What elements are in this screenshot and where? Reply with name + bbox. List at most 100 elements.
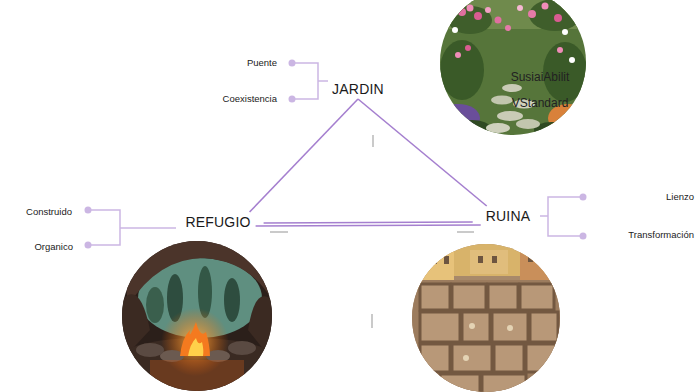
watermark-text: SusiaiAbilit: [511, 70, 570, 84]
garden-photo: [436, 0, 588, 138]
ruins-photo: [492, 256, 497, 263]
bullet-dot: [289, 96, 296, 103]
ruins-photo: [462, 312, 490, 342]
ruins-photo: [526, 344, 556, 372]
garden-photo: [517, 5, 523, 11]
garden-photo: [440, 0, 586, 135]
bracket: [540, 197, 580, 236]
branch-label: Construido: [26, 206, 72, 217]
ruins-photo: [440, 374, 480, 392]
cave-photo: [150, 360, 244, 392]
ruins-photo: [452, 284, 486, 310]
tick-mark: [371, 314, 373, 328]
ruins-photo: [469, 323, 475, 329]
garden-photo: [542, 3, 549, 10]
bracket: [91, 210, 176, 245]
ruins-photo: [494, 344, 524, 372]
ruins-photo: [412, 244, 560, 392]
garden-photo: [440, 40, 484, 100]
garden-photo: [486, 123, 510, 133]
cave-photo: [102, 241, 292, 392]
branch-label: Puente: [247, 57, 277, 68]
garden-photo: [485, 7, 491, 13]
bracket: [295, 63, 328, 99]
cave-photo: [228, 341, 256, 355]
bullet-dot: [85, 207, 92, 214]
branch-label: Transformación: [628, 229, 694, 240]
concept-title: RUINA: [486, 208, 531, 224]
ruins-photo: [528, 254, 533, 262]
ruins-photo: [542, 254, 547, 262]
cave-photo: [180, 322, 210, 356]
bullet-dot: [85, 60, 587, 249]
cave-photo: [136, 343, 164, 357]
concept-node: REFUGIO: [182, 212, 253, 232]
garden-photo: [557, 47, 563, 53]
garden-photo: [505, 25, 511, 31]
garden-photo: [567, 7, 573, 13]
garden-photo: [436, 104, 480, 132]
cave-photo: [102, 338, 292, 392]
garden-photo: [497, 111, 523, 121]
tick-mark: [372, 135, 374, 147]
ruins-photo: [452, 344, 492, 372]
ruins-photo: [492, 312, 528, 342]
garden-photo: [454, 120, 490, 136]
garden-photo: [465, 45, 471, 51]
garden-photo: [495, 17, 502, 24]
cave-photo: [146, 287, 164, 323]
watermark-text: VStandard: [512, 96, 569, 110]
bullet-dot: [289, 60, 296, 67]
ruins-photo: [470, 250, 508, 274]
garden-photo: [474, 12, 482, 20]
ruins-photo: [482, 374, 526, 392]
ruins-photo: [530, 312, 558, 342]
ruins-photo: [420, 312, 460, 342]
garden-photo: [455, 52, 461, 58]
cave-photo: [224, 278, 240, 322]
garden-photo: [529, 0, 581, 31]
ruins-photo: [420, 284, 450, 310]
ruins-photo: [420, 344, 450, 372]
ruins-photo: [478, 256, 483, 263]
bracket: [91, 63, 580, 245]
concept-node: JARDIN: [329, 79, 387, 99]
bullet-dot: [85, 242, 92, 249]
ruins-photo: [463, 355, 469, 361]
bullet-dot: [580, 194, 587, 201]
garden-photo: [502, 84, 522, 92]
ruins-photo: [432, 256, 437, 264]
branch-label: Lienzo: [666, 191, 694, 202]
ruins-photo: [420, 256, 425, 264]
garden-photo: [467, 5, 474, 12]
garden-photo: [491, 96, 513, 105]
tick-mark: [270, 135, 474, 328]
garden-photo: [569, 57, 575, 63]
ruins-photo: [520, 284, 554, 310]
tick-mark: [270, 231, 288, 233]
tick-mark: [457, 231, 474, 233]
concept-node: RUINA: [483, 206, 534, 226]
ruins-photo: [520, 244, 560, 286]
garden-photo: [458, 8, 466, 16]
ruins-photo: [420, 284, 558, 392]
ruins-photo: [488, 284, 518, 310]
triangle-side: [256, 222, 481, 226]
garden-photo: [528, 10, 536, 18]
triangle-side: [250, 99, 358, 212]
ruins-photo: [444, 256, 449, 264]
concept-title: JARDIN: [332, 81, 384, 97]
garden-photo: [516, 119, 540, 129]
ruins-photo: [412, 244, 560, 392]
cave-photo: [188, 338, 203, 356]
ruins-photo: [507, 325, 513, 331]
garden-photo: [452, 27, 458, 33]
branch-label: Coexistencia: [223, 93, 277, 104]
branch-label: Organico: [34, 241, 73, 252]
concept-title: REFUGIO: [185, 214, 250, 230]
triangle-side: [358, 99, 487, 206]
